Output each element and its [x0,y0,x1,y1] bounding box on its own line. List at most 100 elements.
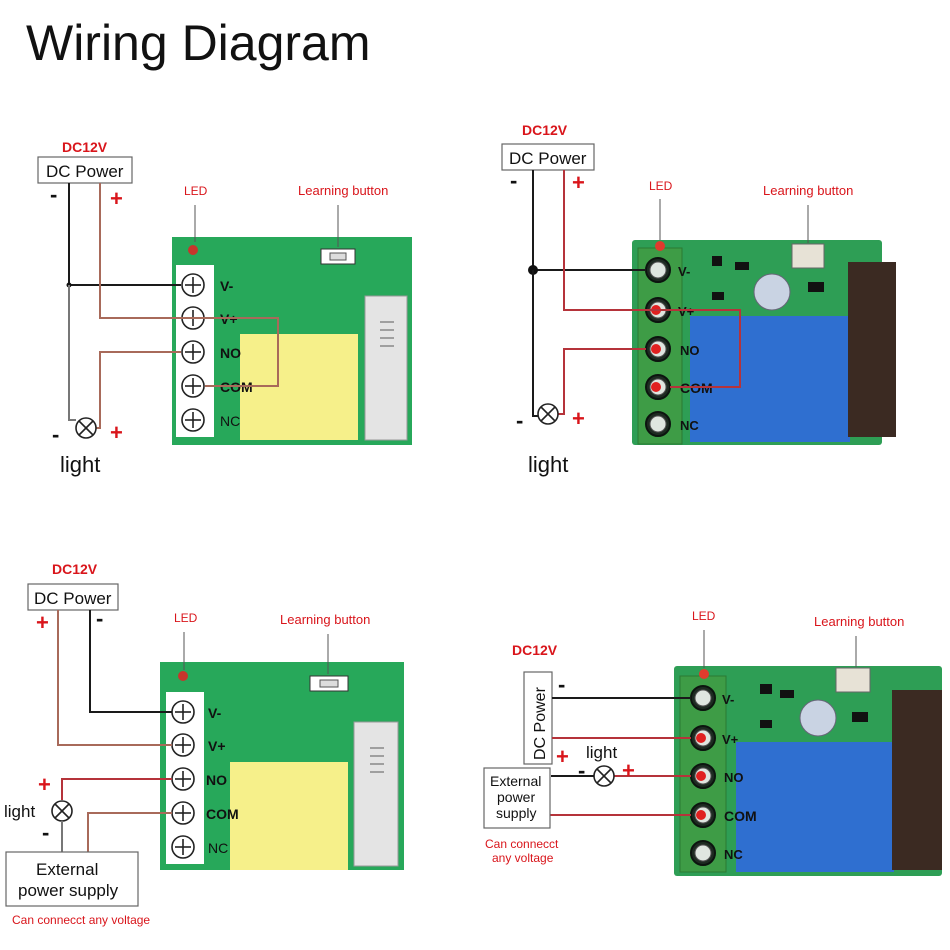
external-power-supply-box [5,851,139,907]
panel-bottom-left: DC12V DC Power + - LED Learning button V… [4,561,404,927]
antenna-coil [353,721,399,867]
light-label: light [4,802,35,821]
learning-button-label: Learning button [763,183,853,198]
lamp-minus-sign: - [42,820,49,845]
wire-positive [563,170,741,388]
dc12v-label: DC12V [512,642,558,658]
learning-button[interactable] [835,667,871,693]
terminal-label: NO [220,345,241,361]
terminal-label: NC [724,847,743,862]
dc-plus-sign: + [572,170,585,195]
panel-top-right: DC12V DC Power - + LED Learning button V… [501,122,896,477]
terminal-label: V+ [722,732,739,747]
wire-negative [68,183,181,286]
relay-component [736,742,894,872]
lamp-minus-sign: - [516,408,523,433]
wire-positive [99,183,279,387]
wire-positive [57,610,172,746]
terminal-label: V- [220,278,234,294]
antenna-coil [892,690,942,870]
dc-power-label: DC Power [509,149,587,168]
dc12v-label: DC12V [62,139,108,155]
external-power-supply-box [483,767,551,829]
power-label: power [497,789,535,805]
lamp-icon [537,403,559,425]
terminal-label: NC [208,840,228,856]
wire-lamp-no [558,348,646,415]
learning-button[interactable] [791,243,825,269]
terminal-label: V- [722,692,734,707]
dc-power-label: DC Power [34,589,112,608]
dc-minus-sign: - [96,606,103,631]
dc-minus-sign: - [558,672,565,697]
dc-power-label: DC Power [46,162,124,181]
learning-button-label: Learning button [280,612,370,627]
dc-plus-sign: + [556,744,569,769]
led-label: LED [174,611,198,625]
can-connect-label: Can connecct any voltage [12,913,150,927]
terminal-label: V- [208,705,222,721]
wire-lamp-no [61,778,172,800]
dc12v-label: DC12V [522,122,568,138]
wire-negative [532,170,646,271]
led-label: LED [184,184,208,198]
relay-component [690,316,850,442]
can-connect-label-line2: any voltage [492,851,554,865]
learning-button-label: Learning button [814,614,904,629]
terminal-label: V+ [678,304,695,319]
dc-power-box [27,583,119,611]
external-label: External [36,860,98,879]
antenna-coil [364,295,408,441]
lamp-icon [51,800,73,822]
dc-minus-sign: - [50,182,57,207]
wire-lamp-negative [68,285,76,421]
dc-plus-sign: + [36,610,49,635]
led-indicator [188,245,198,255]
power-supply-label: power supply [18,881,119,900]
capacitor [753,273,791,311]
lamp-minus-sign: - [578,758,585,783]
page-title: Wiring Diagram [26,15,371,71]
dc-minus-sign: - [510,168,517,193]
external-label: External [490,773,541,789]
lamp-plus-sign: + [622,758,635,783]
led-label: LED [692,609,716,623]
relay-component [230,762,348,870]
terminal-label: NO [680,343,700,358]
wire-negative [89,610,172,713]
light-label: light [528,452,568,477]
wire-lamp-negative [532,270,538,417]
panel-top-left: DC12V DC Power - + LED Learning button V… [37,139,412,477]
dc-power-label: DC Power [532,686,549,760]
lamp-icon [593,765,615,787]
learning-button-label: Learning button [298,183,388,198]
lamp-plus-sign: + [572,406,585,431]
dc-power-box [37,156,133,184]
can-connect-label-line1: Can connecct [485,837,559,851]
dc-power-box [523,671,553,765]
capacitor [799,699,837,737]
wire-lamp-no [96,351,181,429]
terminal-label: COM [724,808,757,824]
led-label: LED [649,179,673,193]
lamp-plus-sign: + [110,420,123,445]
light-label: light [60,452,100,477]
lamp-plus-sign: + [38,772,51,797]
dc12v-label: DC12V [52,561,98,577]
led-indicator [178,671,188,681]
terminal-label: NC [220,413,240,429]
dc-plus-sign: + [110,186,123,211]
terminal-label: V+ [208,738,226,754]
terminal-label: NO [206,772,227,788]
lamp-icon [75,417,97,439]
wire-supply-com [87,812,172,852]
led-indicator [699,669,709,679]
light-label: light [586,743,617,762]
supply-label: supply [496,805,536,821]
terminal-label: NC [680,418,699,433]
panel-bottom-right: DC12V DC Power - + LED Learning button V… [483,609,942,876]
terminal-label: V- [678,264,690,279]
terminal-label: NO [724,770,744,785]
led-indicator [655,241,665,251]
